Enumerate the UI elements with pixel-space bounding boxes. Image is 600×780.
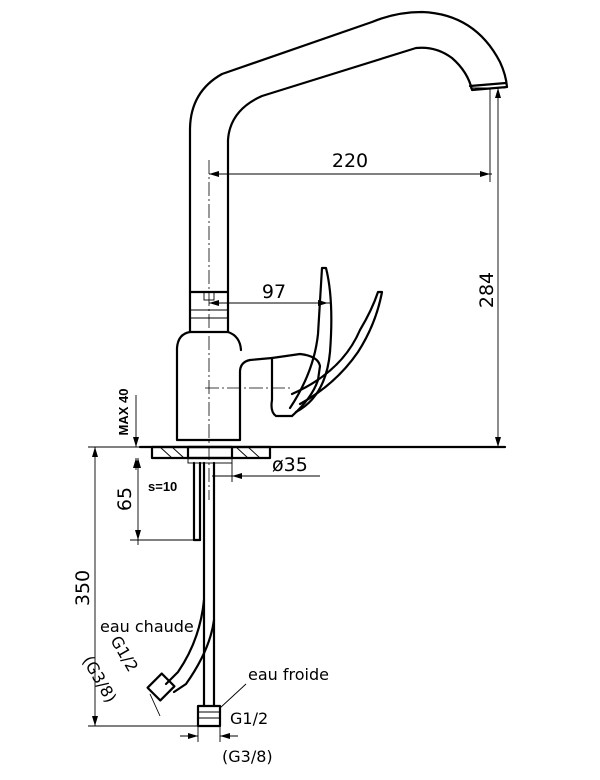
hot-connection-labels: eau chaude G1/2 (G3/8) [79, 617, 194, 717]
dim-220-text: 220 [332, 150, 368, 172]
dim-350: 350 [72, 446, 198, 727]
dim-35: ø35 [212, 454, 320, 482]
cold-water-hose [196, 461, 222, 728]
hot-water-hose [146, 598, 216, 702]
dim-65-text: 65 [114, 487, 136, 511]
dim-65: 65 [114, 458, 200, 545]
hot-thread-label: G1/2 [107, 633, 143, 676]
dim-max40-text: MAX 40 [116, 389, 131, 436]
dim-350-text: 350 [72, 570, 94, 606]
collar [188, 290, 230, 334]
dim-284: 284 [470, 87, 505, 447]
hot-water-label: eau chaude [100, 617, 194, 636]
dim-220: 220 [209, 88, 492, 182]
spout [188, 10, 509, 500]
faucet-body [175, 330, 322, 442]
cold-water-label: eau froide [248, 665, 329, 684]
dim-s10: s=10 [148, 479, 177, 494]
dim-97-text: 97 [262, 281, 286, 303]
dim-284-text: 284 [476, 272, 498, 308]
cold-connection-labels: eau froide G1/2 (G3/8) [219, 665, 329, 766]
shank [192, 461, 202, 542]
dim-35-text: ø35 [272, 454, 308, 476]
dim-max40: MAX 40 [116, 389, 139, 470]
dim-97: 97 [209, 281, 332, 306]
cold-thread-alt-label: (G3/8) [222, 747, 273, 766]
dim-bottom [180, 726, 238, 742]
hot-thread-alt-label: (G3/8) [79, 653, 121, 706]
lever-handle [288, 266, 384, 414]
cold-thread-label: G1/2 [230, 709, 268, 728]
deck [138, 445, 507, 464]
dim-s10-text: s=10 [148, 479, 177, 494]
